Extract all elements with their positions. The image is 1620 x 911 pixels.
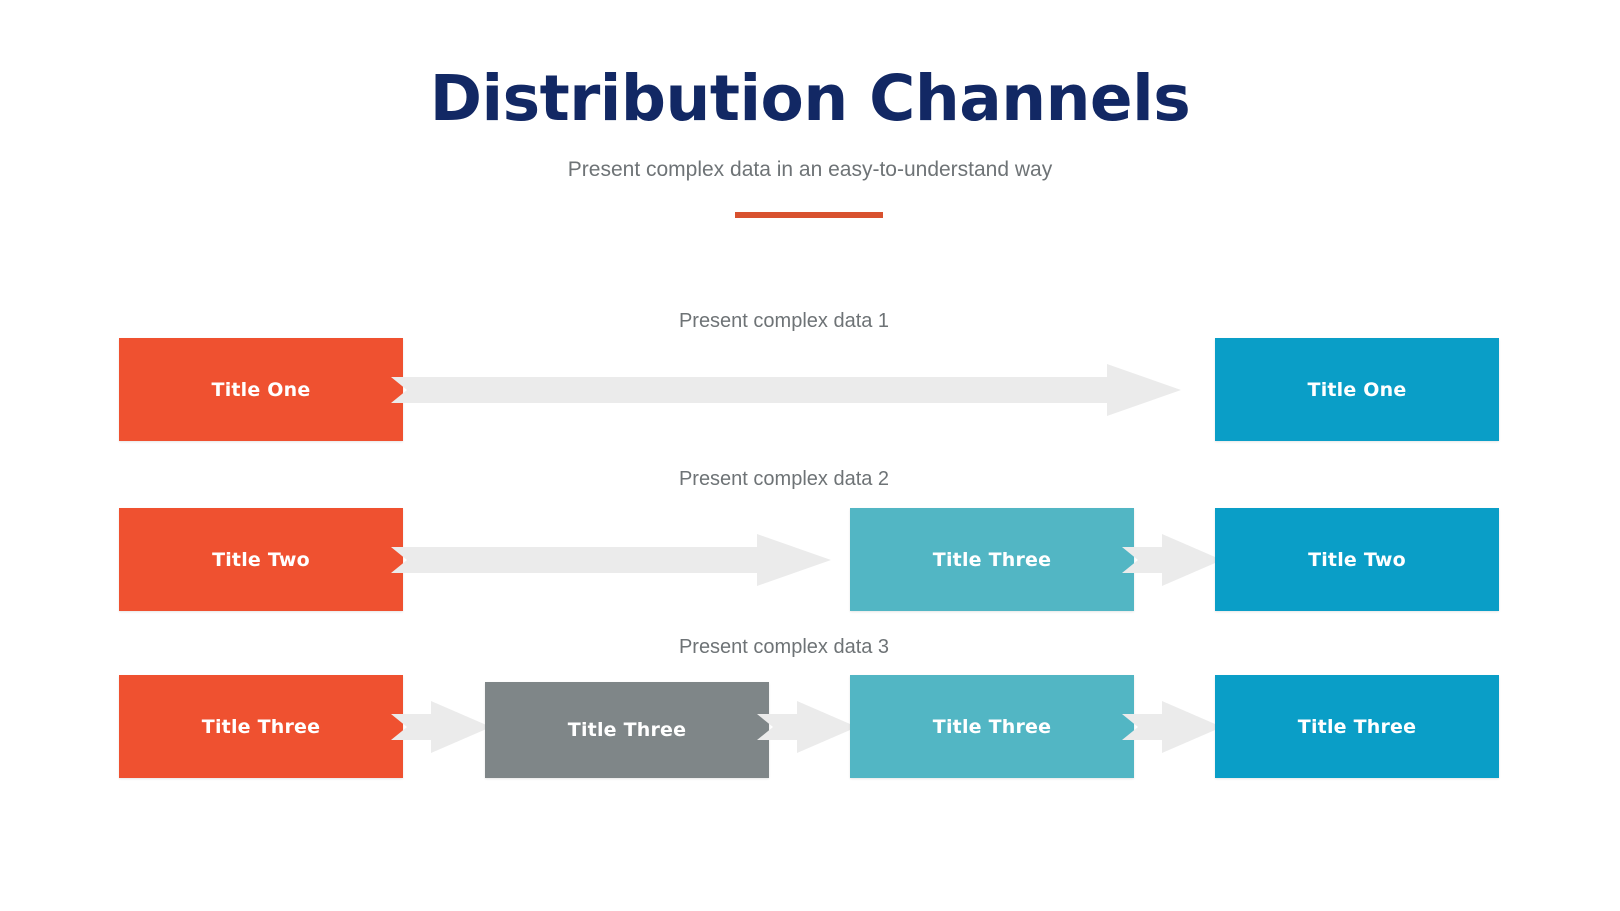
page-subtitle: Present complex data in an easy-to-under… xyxy=(567,158,1053,181)
flow-row-1-box-2[interactable]: Title One xyxy=(1215,338,1499,441)
flow-row-2-box-2[interactable]: Title Three xyxy=(850,508,1134,611)
flow-row-3-box-3-label: Title Three xyxy=(932,715,1052,738)
flow-row-1-box-1-label: Title One xyxy=(211,378,311,401)
flow-row-3-arrow-3 xyxy=(1122,701,1222,753)
flow-row-3-box-2[interactable]: Title Three xyxy=(485,682,769,778)
flow-row-3-label: Present complex data 3 xyxy=(678,636,890,658)
flow-row-3-box-4[interactable]: Title Three xyxy=(1215,675,1499,778)
flow-row-2-box-2-label: Title Three xyxy=(932,548,1052,571)
flow-row-2-label: Present complex data 2 xyxy=(678,468,890,490)
flow-row-1-box-1[interactable]: Title One xyxy=(119,338,403,441)
flow-row-2-arrow-2 xyxy=(1122,534,1222,586)
flow-row-3-box-1-label: Title Three xyxy=(201,715,321,738)
flow-row-2-box-1-label: Title Two xyxy=(212,548,310,571)
page-title: Distribution Channels xyxy=(429,62,1191,135)
accent-divider-bar xyxy=(735,212,883,218)
flow-row-2-box-3[interactable]: Title Two xyxy=(1215,508,1499,611)
flow-row-3-box-1[interactable]: Title Three xyxy=(119,675,403,778)
flow-row-3-box-4-label: Title Three xyxy=(1297,715,1417,738)
flow-row-1-label: Present complex data 1 xyxy=(678,310,890,332)
flow-row-3-box-3[interactable]: Title Three xyxy=(850,675,1134,778)
flow-row-1-arrow-1 xyxy=(391,364,1181,416)
flow-row-3-arrow-1 xyxy=(391,701,491,753)
flow-row-3-box-2-label: Title Three xyxy=(567,719,687,741)
flow-row-3-arrow-2 xyxy=(757,701,857,753)
flow-row-2-box-3-label: Title Two xyxy=(1308,548,1406,571)
flow-row-2-box-1[interactable]: Title Two xyxy=(119,508,403,611)
flow-row-1-box-2-label: Title One xyxy=(1307,378,1407,401)
flow-row-2-arrow-1 xyxy=(391,534,831,586)
